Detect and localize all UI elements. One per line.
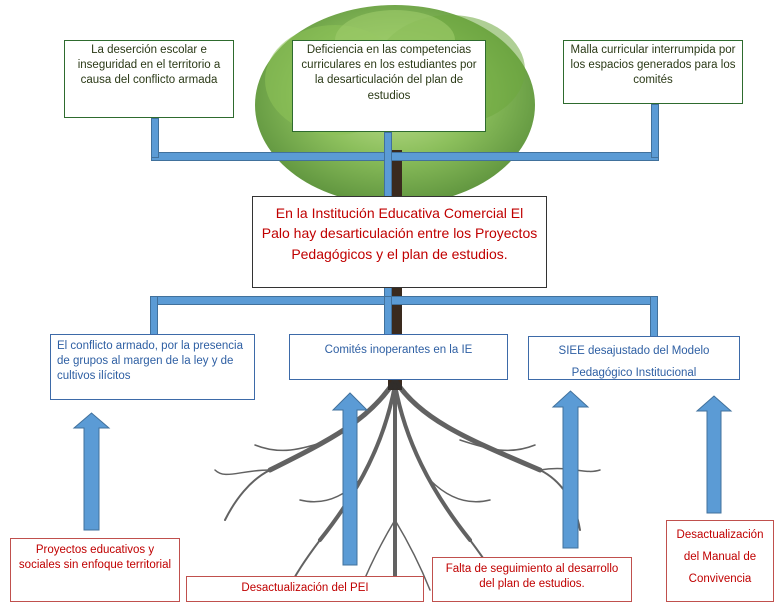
cause-text-2: Comités inoperantes en la IE [324,344,473,356]
central-problem-text: En la Institución Educativa Comercial El… [261,205,538,262]
effect-box-2: Deficiencia en las competencias curricul… [292,40,486,132]
cause-box-2: Comités inoperantes en la IE [289,334,508,380]
effect-box-3: Malla curricular interrumpida por los es… [563,40,743,104]
root-cause-box-1: Proyectos educativos y sociales sin enfo… [10,538,180,602]
cause-box-3: SIEE desajustado del Modelo Pedagógico I… [528,336,740,380]
root-cause-text-3: Falta de seguimiento al desarrollo del p… [445,563,619,591]
cause-box-1: El conflicto armado, por la presencia de… [50,334,255,400]
effect-text-1: La deserción escolar e inseguridad en el… [77,44,221,87]
arrow-up-root-2 [331,392,369,566]
root-cause-box-2: Desactualización del PEI [186,576,424,602]
root-cause-box-4: Desactualización del Manual de Convivenc… [666,520,774,602]
effect-text-2: Deficiencia en las competencias curricul… [301,44,477,102]
root-cause-text-4: Desactualización del Manual de Convivenc… [676,529,764,585]
effect-3-connector [651,104,659,158]
cause-text-3: SIEE desajustado del Modelo Pedagógico I… [558,345,710,379]
root-cause-box-3: Falta de seguimiento al desarrollo del p… [432,557,632,602]
root-cause-text-1: Proyectos educativos y sociales sin enfo… [18,544,172,572]
effect-box-1: La deserción escolar e inseguridad en el… [64,40,234,118]
arrow-up-root-1 [72,412,111,531]
cause-text-1: El conflicto armado, por la presencia de… [57,340,244,383]
central-problem-box: En la Institución Educativa Comercial El… [252,196,547,288]
arrow-up-root-4 [695,395,733,514]
effect-1-connector [151,118,159,158]
tree-roots [214,377,601,596]
arrow-up-root-3 [551,390,590,549]
root-cause-text-2: Desactualización del PEI [241,582,369,594]
effect-text-3: Malla curricular interrumpida por los es… [570,44,736,87]
